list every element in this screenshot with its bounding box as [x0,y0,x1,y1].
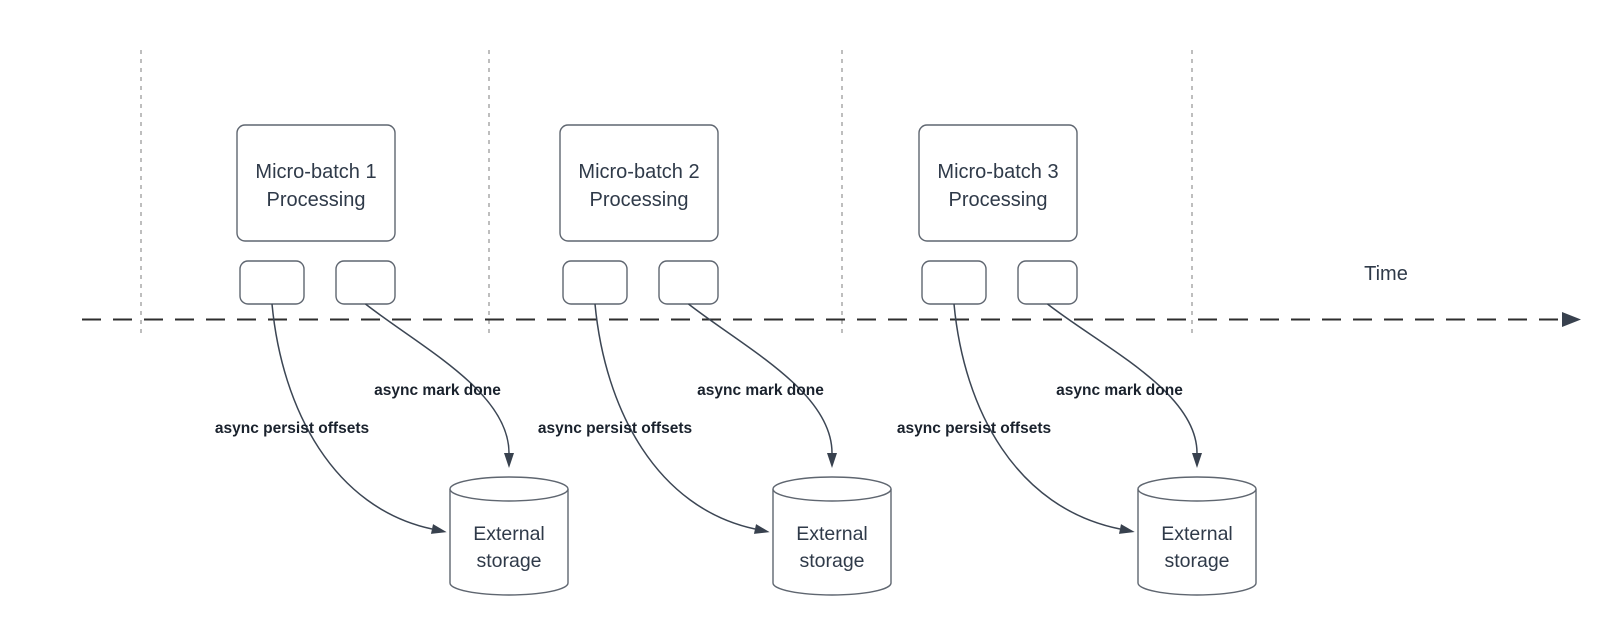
persist-offsets-arrow [953,303,1135,534]
cylinder-body [1137,489,1257,596]
persist-offsets-task-box [239,260,305,305]
micro-batch-groups: Micro-batch 1 Processing async persist off… [215,124,1257,596]
mark-done-task-box [335,260,396,305]
external-storage-cylinder: External storage [1137,476,1257,596]
persist-offsets-label: async persist offsets [897,420,1051,437]
micro-batch-processing-box [236,124,396,242]
timeline-arrowhead-icon [1562,312,1581,327]
storage-label-line1: External [473,523,545,545]
micro-batch-title-line2: Processing [267,189,366,211]
storage-label-line2: storage [1164,550,1229,572]
time-axis-label: Time [1364,263,1408,285]
mark-done-label: async mark done [1056,382,1183,399]
mark-done-arrow [1047,303,1202,468]
batch-boundary-gridlines [140,50,1193,336]
mark-done-arrow [688,303,837,468]
mark-done-task-box [658,260,719,305]
mark-done-label: async mark done [697,382,824,399]
mark-done-task-box [1017,260,1078,305]
micro-batch-group: Micro-batch 2 Processing async persist off… [538,124,892,596]
cylinder-top-rim [449,476,569,502]
persist-offsets-arrow [271,303,447,534]
persist-offsets-task-box [921,260,987,305]
cylinder-body [772,489,892,596]
micro-batch-processing-box [559,124,719,242]
micro-batch-group: Micro-batch 1 Processing async persist off… [215,124,569,596]
micro-batch-title-line1: Micro-batch 2 [578,161,699,183]
micro-batch-processing-box [918,124,1078,242]
storage-label-line1: External [1161,523,1233,545]
storage-label-line1: External [796,523,868,545]
mark-done-arrow [365,303,514,468]
persist-offsets-task-box [562,260,628,305]
persist-offsets-label: async persist offsets [215,420,369,437]
persist-offsets-arrow [594,303,770,534]
external-storage-cylinder: External storage [772,476,892,596]
cylinder-top-rim [1137,476,1257,502]
persist-offsets-label: async persist offsets [538,420,692,437]
micro-batch-title-line1: Micro-batch 1 [255,161,376,183]
external-storage-cylinder: External storage [449,476,569,596]
timeline-axis: Time [82,263,1581,327]
storage-label-line2: storage [476,550,541,572]
cylinder-top-rim [772,476,892,502]
micro-batch-group: Micro-batch 3 Processing async persist off… [897,124,1257,596]
micro-batch-title-line1: Micro-batch 3 [937,161,1058,183]
storage-label-line2: storage [799,550,864,572]
micro-batch-title-line2: Processing [590,189,689,211]
micro-batch-title-line2: Processing [949,189,1048,211]
mark-done-label: async mark done [374,382,501,399]
cylinder-body [449,489,569,596]
